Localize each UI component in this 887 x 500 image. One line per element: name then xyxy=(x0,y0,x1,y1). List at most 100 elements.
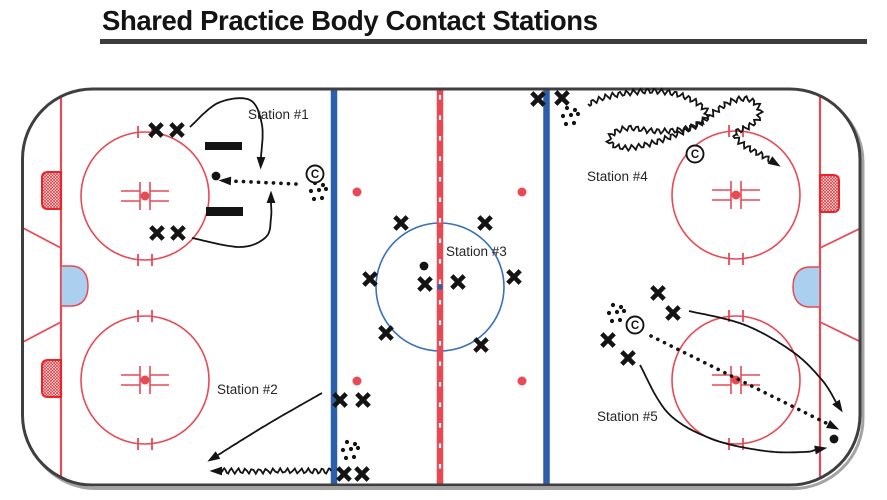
pad-obstacle xyxy=(205,142,242,150)
player-x-marker xyxy=(169,122,185,138)
puck-dot xyxy=(575,111,581,117)
puck-dot xyxy=(211,171,221,181)
neutral-zone-dot xyxy=(352,376,362,386)
puck-dot xyxy=(343,455,349,461)
station-label: Station #5 xyxy=(597,409,658,424)
player-x-marker xyxy=(393,215,409,231)
neutral-zone-dot xyxy=(352,187,362,197)
center-ice-dot xyxy=(437,284,443,290)
skating-curve-arrow xyxy=(191,202,273,248)
arrowhead xyxy=(209,466,222,476)
player-x-marker xyxy=(554,90,570,106)
goal-crease xyxy=(792,266,821,308)
arrowhead xyxy=(826,420,840,430)
arrowhead xyxy=(218,176,232,186)
pass-arrow xyxy=(229,179,298,186)
arrowhead xyxy=(256,156,266,170)
skating-curve-arrow xyxy=(688,310,837,403)
puck-pile xyxy=(308,180,329,202)
puck-dot xyxy=(560,113,566,119)
arrowhead xyxy=(832,399,843,413)
puck-dot xyxy=(563,121,569,127)
puck-dot xyxy=(829,434,839,444)
puck-dot xyxy=(352,441,358,447)
puck-dot xyxy=(344,439,350,445)
player-x-marker xyxy=(477,215,493,231)
skating-curve-arrow xyxy=(639,364,816,454)
arrowhead xyxy=(266,190,276,203)
faceoff-circle xyxy=(80,315,210,445)
puck-pile xyxy=(606,302,627,324)
puck-dot xyxy=(348,446,354,452)
title-underline xyxy=(100,39,867,44)
puck-pile xyxy=(560,105,581,127)
arrowhead xyxy=(814,445,828,455)
coach-marker xyxy=(305,164,325,184)
pass-arrow xyxy=(649,334,830,426)
player-x-marker xyxy=(354,466,370,482)
puck-dot xyxy=(617,317,623,323)
station-5-group: C Station #5 xyxy=(597,285,843,455)
puck-dot xyxy=(355,445,361,451)
station-2-group: Station #2 xyxy=(207,382,371,482)
puck-dot xyxy=(351,454,357,460)
coach-marker xyxy=(625,315,645,335)
player-x-marker xyxy=(170,225,186,241)
player-x-marker xyxy=(506,269,522,285)
puck-carry-arrow xyxy=(221,466,332,476)
arrowhead xyxy=(207,451,221,462)
player-x-marker xyxy=(450,274,466,290)
coach-marker xyxy=(685,144,705,164)
coach-letter: C xyxy=(691,149,699,161)
puck-dot xyxy=(609,318,615,324)
player-x-marker xyxy=(149,225,165,241)
puck-dot xyxy=(320,182,326,188)
station-label: Station #2 xyxy=(217,382,278,397)
player-x-marker xyxy=(417,276,433,292)
trapezoid-line xyxy=(22,227,62,249)
coach-letter: C xyxy=(631,320,639,332)
player-x-marker xyxy=(336,466,352,482)
faceoff-circle xyxy=(671,315,801,445)
puck-dot xyxy=(568,112,574,118)
faceoff-dot xyxy=(140,375,150,385)
puck-dot xyxy=(572,107,578,113)
faceoff-hash-marks xyxy=(712,181,760,209)
boards-outline xyxy=(21,87,862,487)
skating-arrow xyxy=(217,392,323,456)
skating-curve-arrow xyxy=(189,97,264,158)
puck-dot xyxy=(571,120,577,126)
puck-dot xyxy=(419,261,429,271)
neutral-zone-dot xyxy=(517,187,527,197)
puck-dot xyxy=(618,304,624,310)
puck-dot xyxy=(319,195,325,201)
goal-net xyxy=(819,174,840,213)
player-x-marker xyxy=(355,392,371,408)
faceoff-circle xyxy=(80,131,210,261)
station-1-group: C Station #1 xyxy=(148,97,329,248)
puck-dot xyxy=(564,105,570,111)
player-x-marker xyxy=(620,350,636,366)
puck-carry-arrow xyxy=(587,87,770,163)
page-title: Shared Practice Body Contact Stations xyxy=(102,5,598,36)
puck-dot xyxy=(311,196,317,202)
trapezoid-line xyxy=(22,321,62,343)
ice-markings xyxy=(22,89,860,485)
puck-pile xyxy=(340,439,361,461)
station-3-group: Station #3 xyxy=(362,215,522,353)
puck-dot xyxy=(340,447,346,453)
faceoff-hash-marks xyxy=(712,366,760,394)
puck-dot xyxy=(323,186,329,192)
player-x-marker xyxy=(332,392,348,408)
trapezoid-line xyxy=(819,321,860,343)
player-x-marker xyxy=(600,332,616,348)
pad-obstacle xyxy=(206,207,243,216)
goal-crease xyxy=(60,265,89,307)
puck-dot xyxy=(610,302,616,308)
station-label: Station #1 xyxy=(248,107,309,122)
trapezoid-line xyxy=(819,227,860,249)
coach-letter: C xyxy=(311,169,319,181)
goal-net xyxy=(41,171,62,210)
